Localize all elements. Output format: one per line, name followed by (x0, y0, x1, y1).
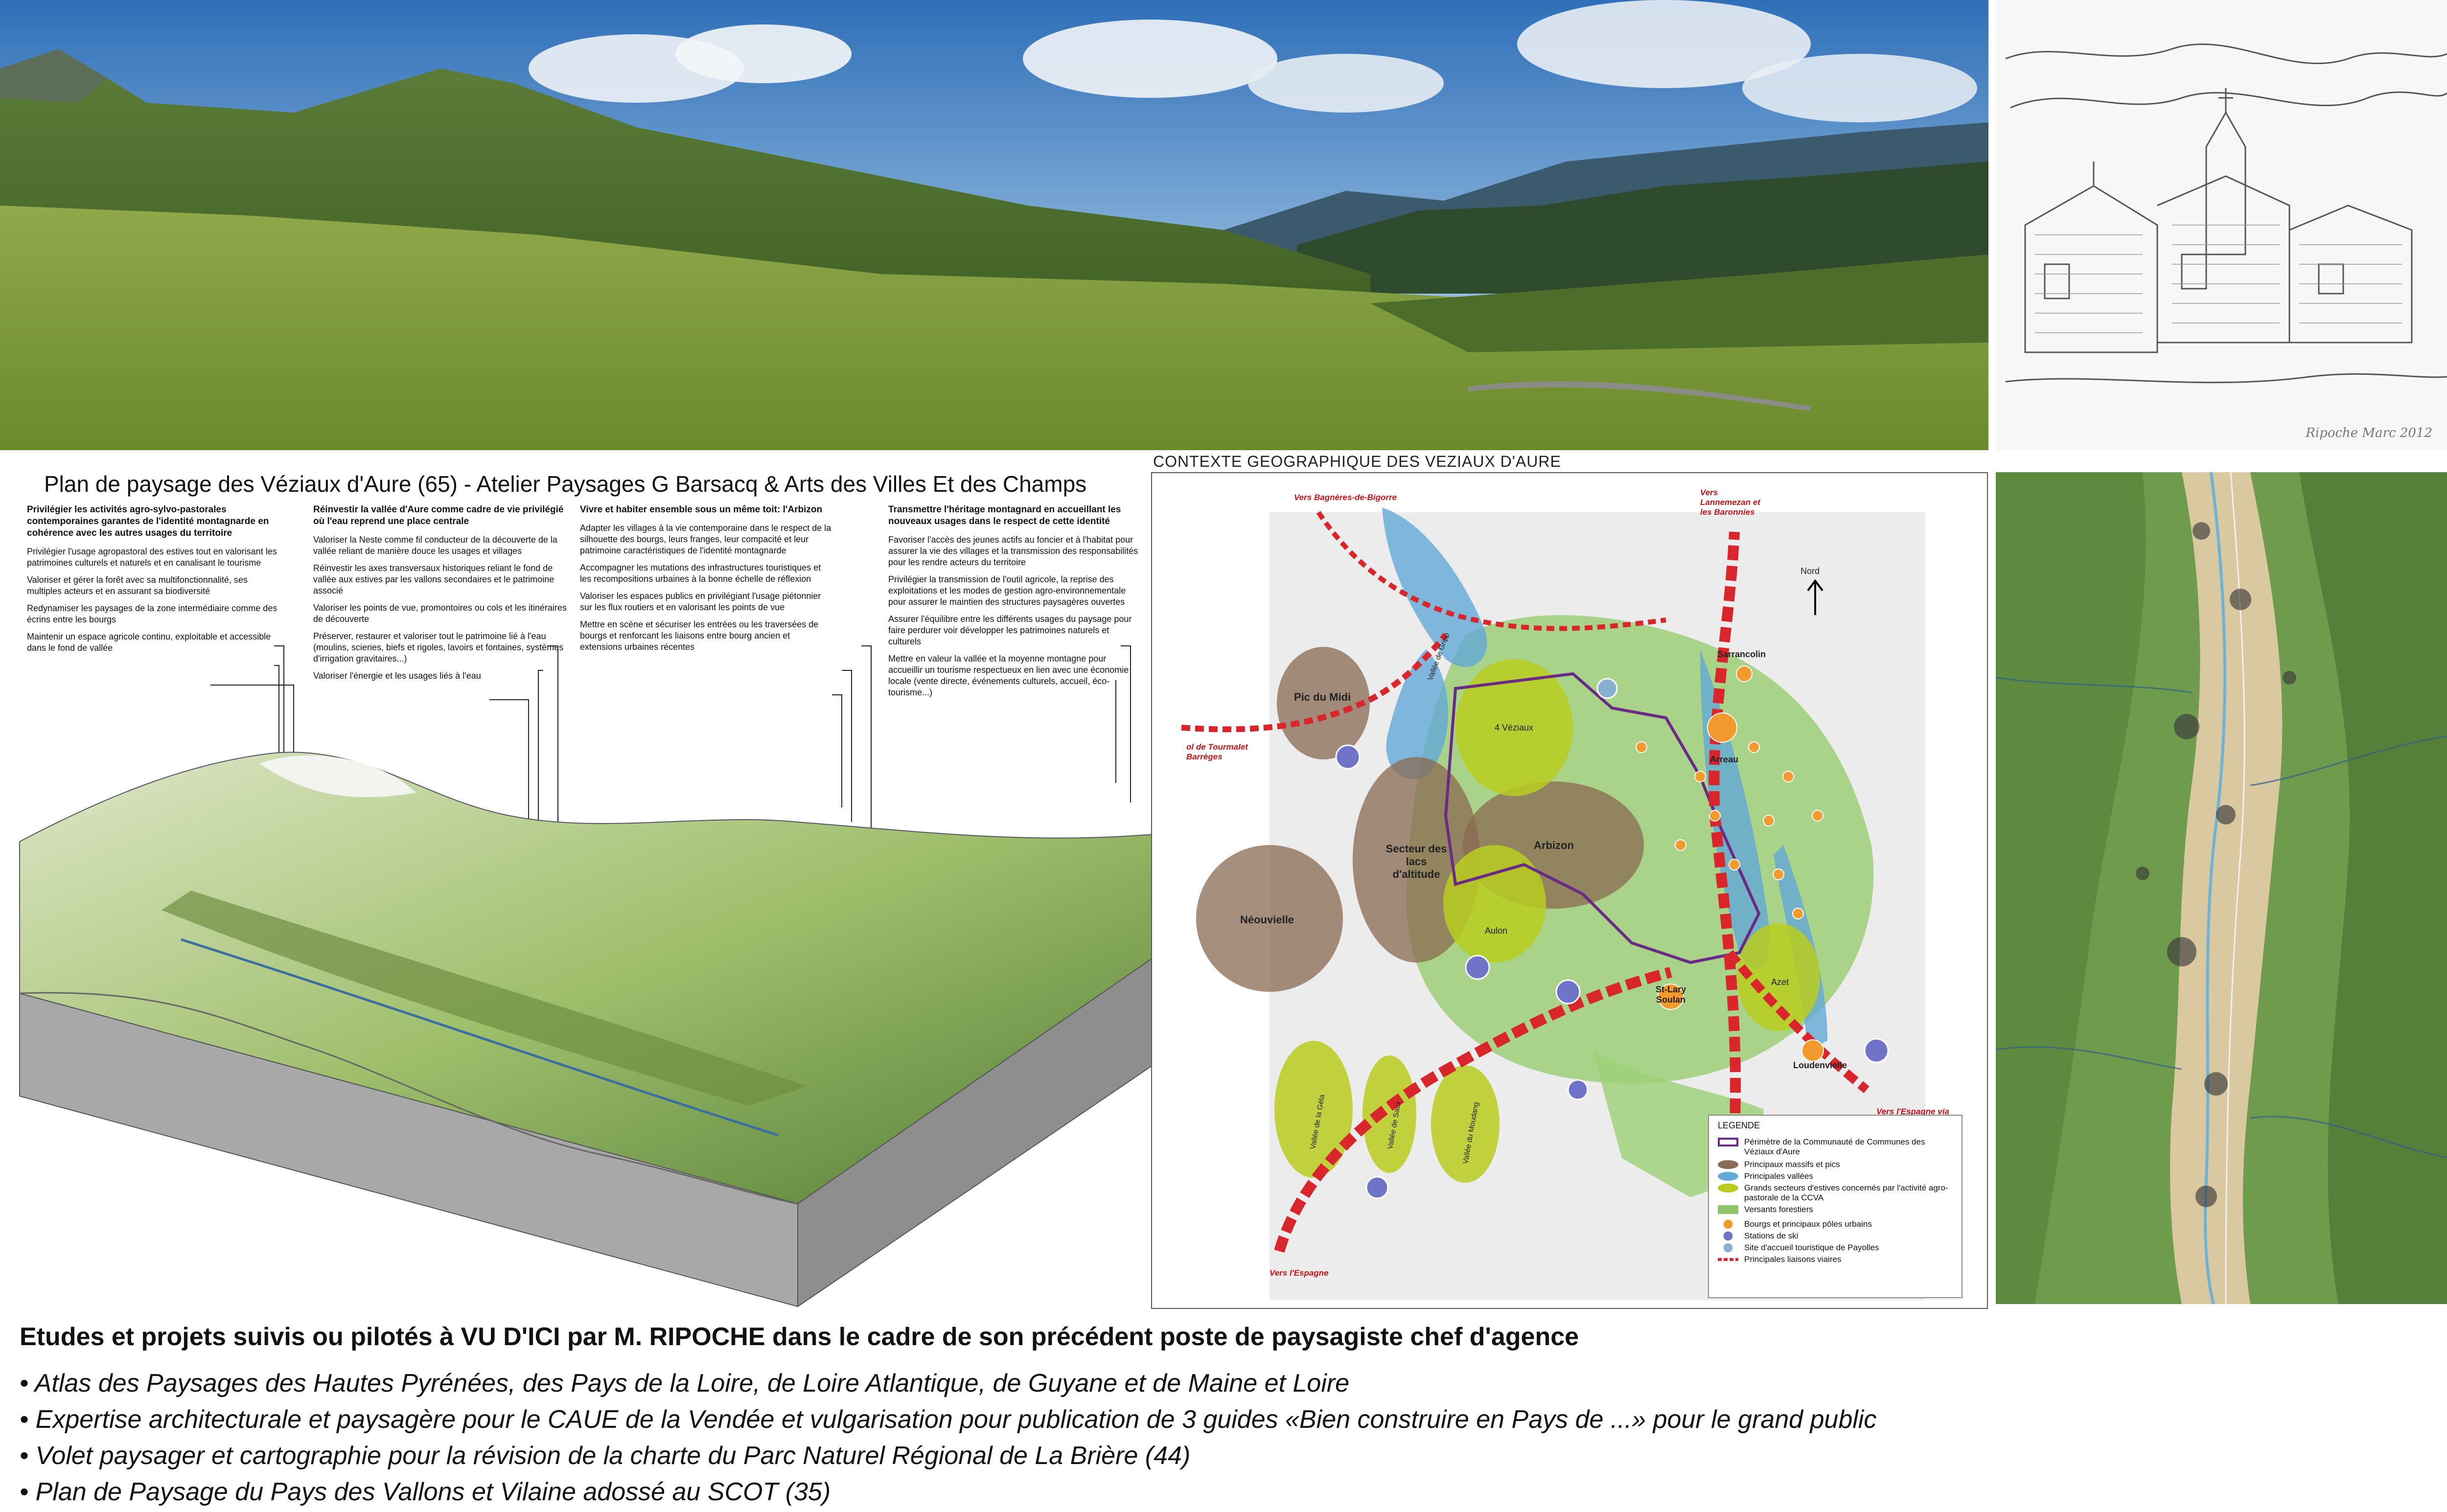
legend-label: Stations de ski (1744, 1231, 1799, 1240)
legend-item: Principales liaisons viaires (1718, 1255, 1953, 1264)
projects-list: • Atlas des Paysages des Hautes Pyrénées… (20, 1365, 1876, 1510)
projects-title: Etudes et projets suivis ou pilotés à VU… (20, 1323, 1579, 1351)
list-item: • Expertise architecturale et paysagère … (20, 1405, 1877, 1434)
column-paragraph: Privilégier l'usage agropastoral des est… (27, 547, 277, 568)
map-label: Arbizon (1534, 839, 1574, 851)
perimeter-swatch (1718, 1138, 1738, 1146)
map-label: Arreau (1710, 755, 1739, 764)
legend-title: LEGENDE (1718, 1121, 1760, 1130)
legend-label: Bourgs et principaux pôles urbains (1744, 1219, 1872, 1229)
plan-column-3: Vivre et habiter ensemble sous un même t… (580, 504, 834, 659)
column-paragraph: Mettre en valeur la vallée et la moyenne… (888, 654, 1129, 697)
column-paragraph: Valoriser les points de vue, promontoire… (313, 603, 567, 624)
legend-label: Versants forestiers (1744, 1205, 1813, 1214)
legend-item: Stations de ski (1718, 1231, 1953, 1241)
plan-column-1: Privilégier les activités agro-sylvo-pas… (27, 504, 281, 660)
plan-column-4: Transmettre l'héritage montagnard en acc… (888, 504, 1143, 704)
legend-label: Site d'accueil touristique de Payolles (1744, 1243, 1879, 1252)
map-label: St-Lary Soulan (1655, 985, 1686, 1005)
column-heading: Privilégier les activités agro-sylvo-pas… (27, 504, 269, 538)
plan-column-2: Réinvestir la vallée d'Aure comme cadre … (313, 504, 568, 687)
column-paragraph: Valoriser l'énergie et les usages liés à… (313, 671, 481, 681)
forest-swatch (1718, 1205, 1738, 1214)
legend-label: Principales vallées (1744, 1171, 1813, 1181)
legend-label: Principales liaisons viaires (1744, 1255, 1842, 1264)
ski-station-swatch (1718, 1232, 1738, 1240)
column-heading: Vivre et habiter ensemble sous un même t… (580, 504, 823, 515)
legend-item: Bourgs et principaux pôles urbains (1718, 1219, 1953, 1229)
map-label: Loudenvielle (1793, 1060, 1847, 1070)
legend-item: Grands secteurs d'estives concernés par … (1718, 1183, 1953, 1203)
list-item: • Volet paysager et cartographie pour la… (20, 1442, 1191, 1470)
column-heading: Réinvestir la vallée d'Aure comme cadre … (313, 504, 564, 527)
column-paragraph: Accompagner les mutations des infrastruc… (580, 563, 821, 584)
map-label: Néouvielle (1240, 914, 1294, 926)
map-label: 4 Véziaux (1495, 723, 1534, 733)
legend-label: Périmètre de la Communauté de Communes d… (1744, 1137, 1925, 1156)
column-paragraph: Valoriser et gérer la forêt avec sa mult… (27, 575, 248, 596)
column-heading: Transmettre l'héritage montagnard en acc… (888, 504, 1121, 527)
town-swatch (1718, 1220, 1738, 1229)
column-paragraph: Adapter les villages à la vie contempora… (580, 523, 831, 555)
list-item: • Plan de Paysage du Pays des Vallons et… (20, 1478, 831, 1506)
legend-item: Versants forestiers (1718, 1205, 1953, 1214)
legend-item: Principaux massifs et pics (1718, 1160, 1953, 1169)
list-item: • Atlas des Paysages des Hautes Pyrénées… (20, 1369, 1350, 1397)
route-label: ol de Tourmalet Barrèges (1186, 742, 1248, 761)
column-paragraph: Privilégier la transmission de l'outil a… (888, 574, 1126, 607)
legend-label: Grands secteurs d'estives concernés par … (1744, 1183, 1948, 1202)
village-pencil-sketch: Ripoche Marc 2012 (1996, 0, 2447, 450)
column-paragraph: Réinvestir les axes transversaux histori… (313, 563, 554, 596)
plan-title: Plan de paysage des Véziaux d'Aure (65) … (44, 471, 1087, 497)
context-map: Nord Pic du Midi Secteur des lacs d'alti… (1151, 472, 1988, 1309)
landscape-block-diagram (15, 734, 1189, 1311)
column-paragraph: Mettre en scène et sécuriser les entrées… (580, 619, 819, 652)
legend-item: Site d'accueil touristique de Payolles (1718, 1243, 1953, 1253)
context-map-title: CONTEXTE GEOGRAPHIQUE DES VEZIAUX D'AURE (1153, 453, 1561, 470)
map-label: Sarrancolin (1717, 649, 1766, 659)
route-label: Vers Lannemezan et les Baronnies (1700, 488, 1760, 517)
map-label: Secteur des lacs d'altitude (1385, 843, 1447, 880)
massif-swatch (1718, 1160, 1738, 1169)
column-paragraph: Maintenir un espace agricole continu, ex… (27, 632, 271, 653)
sketch-signature: Ripoche Marc 2012 (2306, 426, 2432, 440)
column-paragraph: Assurer l'équilibre entre les différents… (888, 614, 1132, 646)
mountain-panorama-photo (0, 0, 1988, 450)
column-paragraph: Valoriser la Neste comme fil conducteur … (313, 535, 557, 556)
map-legend: LEGENDE Périmètre de la Communauté de Co… (1708, 1115, 1962, 1298)
north-label: Nord (1801, 566, 1820, 576)
map-label: Azet (1771, 977, 1789, 987)
legend-item: Périmètre de la Communauté de Communes d… (1718, 1137, 1953, 1157)
column-paragraph: Préserver, restaurer et valoriser tout l… (313, 631, 564, 664)
valley-swatch (1718, 1172, 1738, 1181)
road-swatch (1718, 1258, 1738, 1261)
legend-item: Principales vallées (1718, 1171, 1953, 1181)
column-paragraph: Favoriser l'accès des jeunes actifs au f… (888, 535, 1138, 567)
map-label: Aulon (1485, 926, 1508, 936)
column-paragraph: Redynamiser les paysages de la zone inte… (27, 603, 277, 624)
tourist-site-swatch (1718, 1243, 1738, 1252)
map-label: Pic du Midi (1294, 691, 1351, 703)
estive-swatch (1718, 1184, 1738, 1192)
route-label: Vers l'Espagne (1270, 1268, 1329, 1278)
route-label: Vers Bagnères-de-Bigorre (1294, 493, 1397, 502)
column-paragraph: Valoriser les espaces publics en privilé… (580, 591, 821, 612)
legend-label: Principaux massifs et pics (1744, 1160, 1840, 1169)
valley-aerial-map (1996, 472, 2447, 1304)
